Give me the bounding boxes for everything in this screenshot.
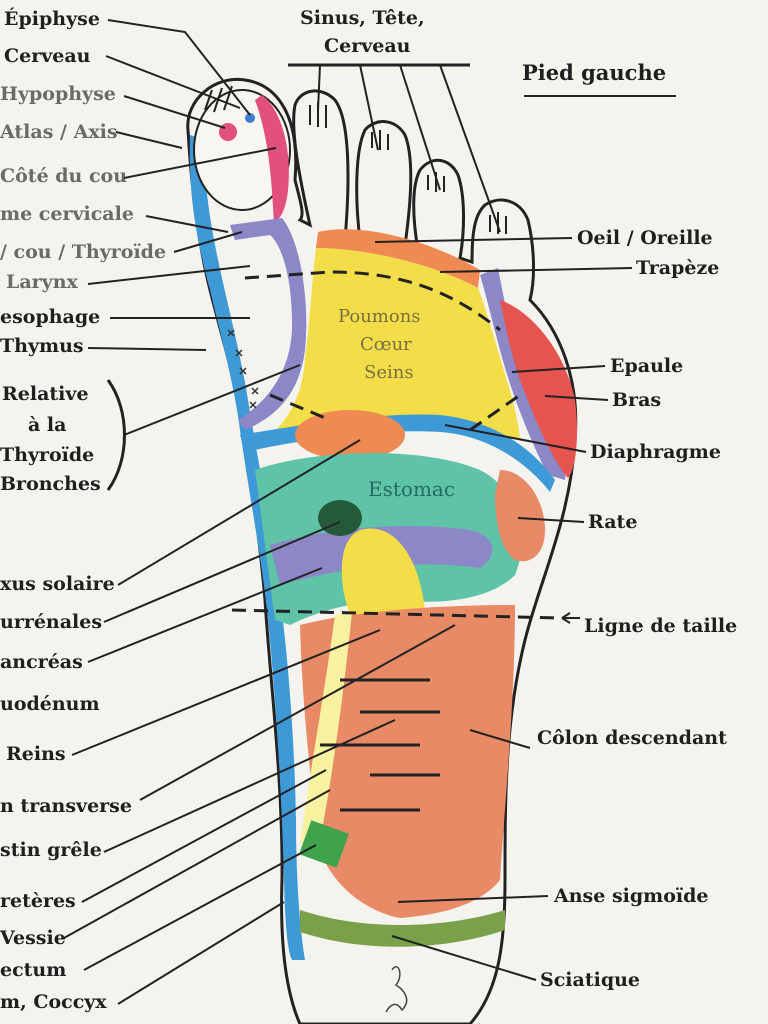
label-hypophyse: Hypophyse — [0, 83, 116, 105]
label-reins: Reins — [6, 743, 66, 765]
label-cervicale: me cervicale — [0, 203, 134, 225]
label-epaule: Epaule — [610, 355, 683, 377]
label-cote-du-cou: Côté du cou — [0, 165, 127, 187]
zone-seins: Seins — [364, 362, 414, 383]
epiphyse-point — [245, 113, 255, 123]
label-ligne-de-taille: Ligne de taille — [584, 615, 737, 637]
waist-line — [231, 608, 561, 620]
label-colon-descendant: Côlon descendant — [537, 727, 727, 749]
foot-outline — [186, 77, 578, 1024]
label-pancreas: ancréas — [0, 651, 83, 673]
colon-zone — [300, 605, 515, 918]
label-sciatique: Sciatique — [540, 969, 640, 991]
label-trapeze: Trapèze — [636, 257, 719, 279]
colon-dashes — [320, 678, 440, 812]
label-bronches: Bronches — [0, 473, 101, 495]
label-epiphyse: Épiphyse — [4, 7, 100, 30]
label-sinus-line1: Sinus, Tête, — [300, 7, 425, 29]
right-leaders — [374, 237, 633, 981]
label-rate: Rate — [588, 511, 637, 533]
page-title: Pied gauche — [522, 60, 666, 85]
bronches-bracket — [106, 379, 126, 491]
top-leaders — [317, 64, 501, 233]
pink-brain-zone — [255, 95, 289, 222]
sciatic-band — [300, 910, 505, 947]
red-shoulder-arm-zone — [500, 300, 578, 478]
shoulder-line — [244, 270, 501, 332]
label-atlas-axis: Atlas / Axis — [0, 121, 118, 143]
left-labels: Épiphyse Cerveau Hypophyse Atlas / Axis … — [0, 7, 166, 1013]
spleen-zone — [495, 470, 545, 562]
label-ureteres: retères — [0, 890, 76, 912]
label-relative: Relative — [2, 383, 89, 405]
label-plexus-solaire: xus solaire — [0, 573, 115, 595]
label-larynx: Larynx — [6, 271, 79, 293]
diaphragm-dash-right — [469, 393, 521, 432]
zone-coeur: Cœur — [360, 334, 412, 355]
label-coccyx: m, Coccyx — [0, 991, 107, 1013]
label-surrenales: urrénales — [0, 611, 102, 633]
label-sinus-line2: Cerveau — [324, 35, 411, 57]
label-intestin-grele: stin grêle — [0, 839, 102, 861]
label-colon-transverse: n transverse — [0, 795, 132, 817]
thymus-markers — [227, 329, 259, 409]
label-a-la: à la — [28, 414, 66, 436]
yellow-lung-heart-zone — [265, 248, 520, 440]
label-vessie: Vessie — [0, 927, 66, 949]
diaphragm-dash — [269, 393, 331, 422]
adrenal-point — [318, 500, 362, 536]
solar-plexus-zone — [295, 410, 405, 460]
label-rectum: ectum — [0, 959, 66, 981]
label-thyroide-2: Thyroïde — [0, 444, 94, 466]
label-oeil-oreille: Oeil / Oreille — [577, 227, 713, 249]
label-diaphragme: Diaphragme — [590, 441, 721, 463]
label-thymus: Thymus — [0, 335, 84, 357]
label-duodenum: uodénum — [0, 693, 100, 715]
zone-poumons: Poumons — [338, 306, 421, 327]
bladder-zone — [299, 820, 349, 868]
orange-eye-ear-zone — [316, 229, 480, 288]
label-oesophage: esophage — [0, 306, 100, 328]
heel-mark — [385, 965, 408, 1013]
label-thyroide: / cou / Thyroïde — [0, 241, 166, 263]
lavender-throat-zone — [230, 218, 307, 430]
label-anse-sigmoide: Anse sigmoïde — [553, 885, 709, 907]
right-labels: Oeil / Oreille Trapèze Epaule Bras Diaph… — [537, 227, 737, 991]
hypophyse-point — [219, 123, 237, 141]
ureter-zone — [300, 612, 352, 845]
label-bras: Bras — [612, 389, 661, 411]
zone-estomac: Estomac — [368, 477, 455, 501]
spine-blue-zone — [189, 135, 305, 960]
lavender-shoulder-zone — [480, 268, 566, 480]
label-cerveau: Cerveau — [4, 45, 91, 67]
left-leaders — [63, 19, 456, 1005]
waist-arrow — [561, 612, 580, 624]
